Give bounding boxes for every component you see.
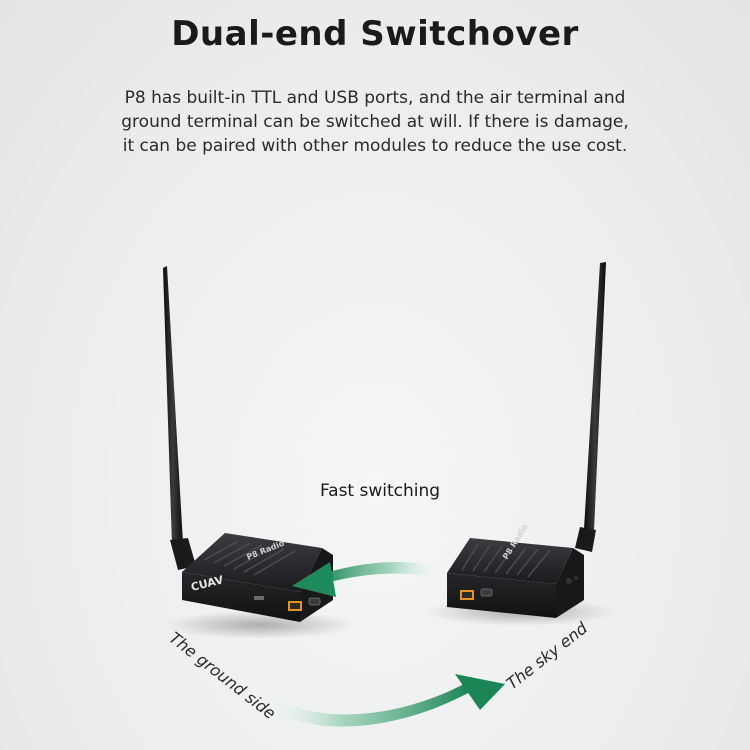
- sky-end-label: The sky end: [503, 618, 592, 693]
- ground-side-label: The ground side: [166, 628, 280, 723]
- right-antenna: [575, 262, 606, 552]
- description: P8 has built-in TTL and USB ports, and t…: [95, 86, 655, 158]
- upper-switch-arrow: [292, 561, 445, 597]
- left-antenna: [163, 266, 196, 570]
- description-line-1: P8 has built-in TTL and USB ports, and t…: [124, 88, 626, 108]
- description-line-3: it can be paired with other modules to r…: [122, 136, 628, 156]
- right-radio-device: P8 Radio: [447, 262, 606, 618]
- page-title: Dual-end Switchover: [171, 14, 579, 54]
- description-line-2: ground terminal can be switched at will.…: [121, 112, 629, 132]
- fast-switching-label: Fast switching: [320, 481, 440, 501]
- lower-switch-arrow: [258, 674, 505, 727]
- left-radio-device: CUAV P8 Radio: [163, 266, 333, 622]
